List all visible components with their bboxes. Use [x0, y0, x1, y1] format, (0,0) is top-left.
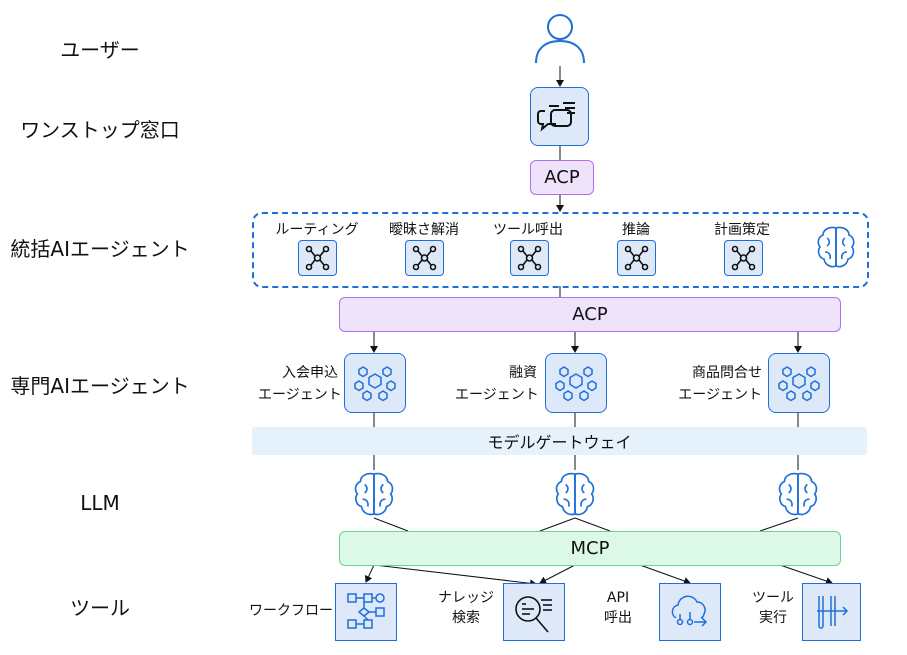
brain-icon: [354, 472, 394, 516]
acp-main-bar: ACP: [339, 297, 841, 332]
knowledge-search-icon: [515, 596, 552, 633]
row-label-onestop: ワンストップ窓口: [20, 118, 180, 142]
agent-hex-icon: [354, 366, 396, 402]
specialist-tile: [768, 353, 830, 413]
row-label-tools: ツール: [70, 596, 130, 620]
tool-tile-workflow: [335, 583, 397, 641]
row-label-specialist: 専門AIエージェント: [10, 374, 190, 398]
tool-exec-icon: [817, 596, 849, 629]
network-icon: [412, 245, 437, 271]
specialist-tile: [545, 353, 607, 413]
onestop-tile: [530, 87, 589, 146]
model-gateway-bar: モデルゲートウェイ: [252, 427, 867, 455]
function-tile: [405, 240, 444, 276]
brain-icon: [817, 226, 855, 268]
specialist-label: 商品問合せエージェント: [678, 365, 762, 403]
function-label: 曖昧さ解消: [389, 222, 459, 238]
tool-label: ツール実行: [752, 590, 794, 626]
network-icon: [305, 245, 330, 271]
brain-icon: [555, 472, 595, 516]
function-label: 推論: [622, 222, 650, 238]
chat-icon: [537, 102, 575, 132]
network-icon: [624, 245, 649, 271]
function-tile: [298, 240, 337, 276]
tool-tile-exec: [802, 583, 861, 641]
tool-label: ナレッジ検索: [438, 590, 494, 626]
tool-label: ワークフロー: [249, 603, 333, 619]
row-label-user: ユーザー: [60, 38, 140, 62]
specialist-tile: [344, 353, 406, 413]
specialist-label: 融資エージェント: [455, 365, 539, 403]
agent-hex-icon: [778, 366, 820, 402]
user-icon: [535, 14, 585, 64]
network-icon: [517, 245, 542, 271]
tool-tile-knowledge: [503, 583, 565, 641]
network-icon: [731, 245, 756, 271]
function-label: ツール呼出: [493, 222, 563, 238]
api-cloud-icon: [671, 595, 708, 627]
row-label-llm: LLM: [80, 491, 120, 515]
tool-tile-api: [659, 583, 721, 641]
specialist-label: 入会申込エージェント: [258, 365, 342, 403]
acp-top-box: ACP: [530, 160, 594, 195]
function-tile: [724, 240, 763, 276]
workflow-icon: [347, 593, 385, 629]
row-label-orchestrator: 統括AIエージェント: [10, 237, 190, 261]
function-label: 計画策定: [714, 222, 770, 238]
orchestrator-container: [252, 212, 869, 288]
function-label: ルーティング: [275, 222, 359, 238]
agent-hex-icon: [555, 366, 597, 402]
mcp-bar: MCP: [339, 531, 841, 566]
function-tile: [510, 240, 549, 276]
brain-icon: [778, 472, 818, 516]
function-tile: [617, 240, 656, 276]
